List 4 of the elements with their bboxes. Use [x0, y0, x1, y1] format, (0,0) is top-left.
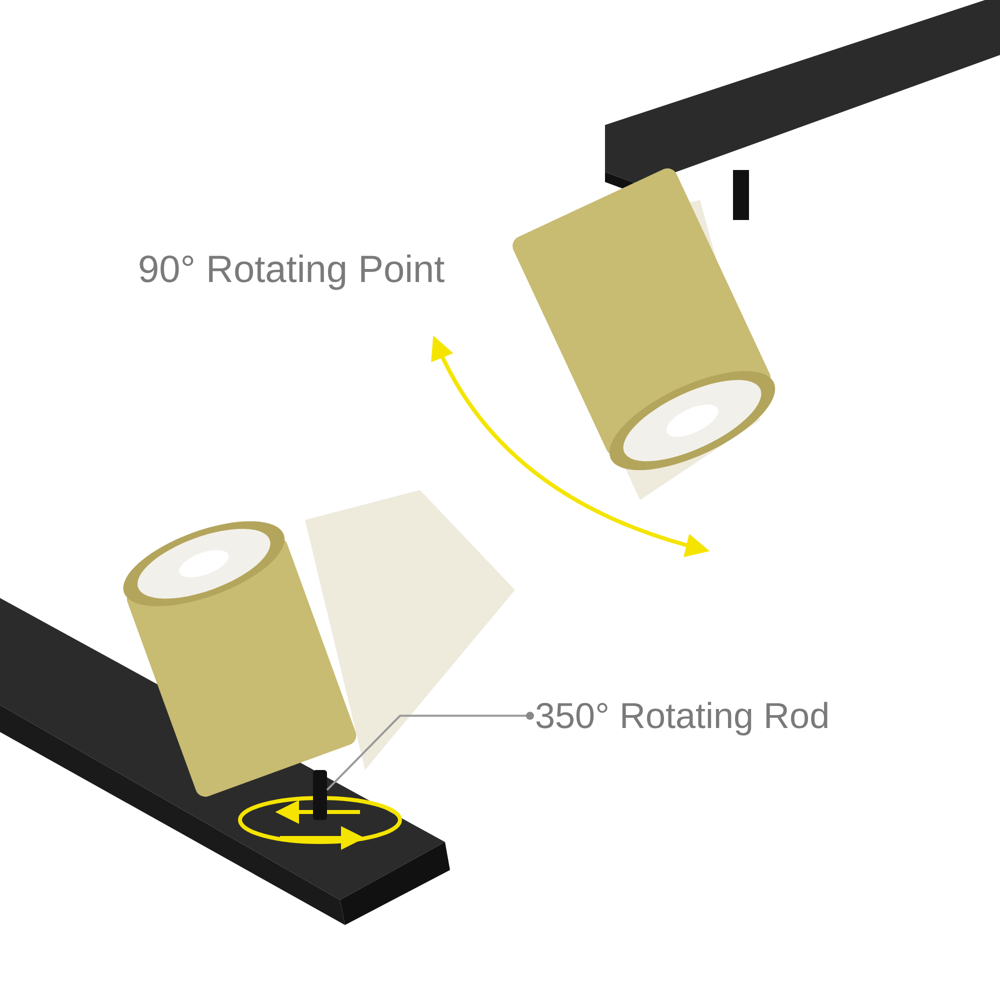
leader-line — [326, 712, 534, 791]
callout-text: 350° Rotating Rod — [535, 696, 830, 736]
feature-label: 90° Rotating Point — [138, 250, 445, 292]
rotating-rod — [313, 770, 327, 820]
